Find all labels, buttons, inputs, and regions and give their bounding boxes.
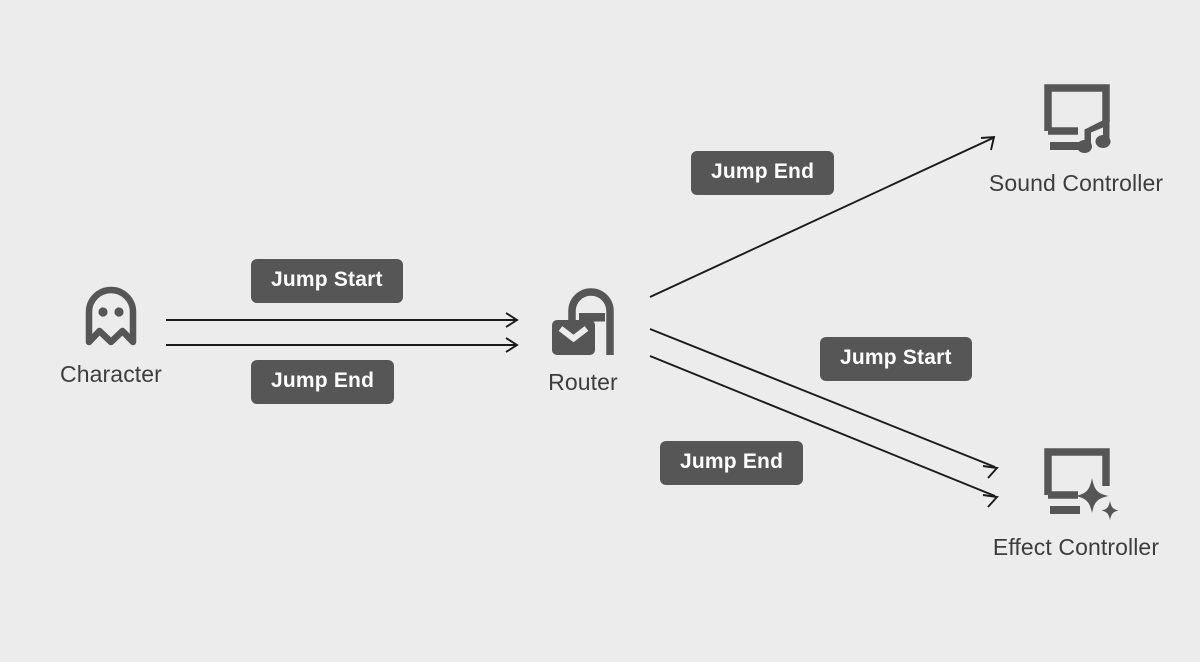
node-router[interactable]: Router — [508, 287, 658, 396]
ghost-icon — [76, 281, 146, 351]
node-label-effect-controller: Effect Controller — [992, 534, 1160, 560]
mailbox-icon — [546, 287, 620, 359]
edge-router-to-effect-jump-end — [649, 355, 999, 508]
edge-router-to-effect-jump-start — [649, 328, 999, 479]
node-label-router: Router — [548, 369, 618, 395]
node-label-sound-controller: Sound Controller — [988, 170, 1164, 196]
edge-label-router-to-effect-jump-start[interactable]: Jump Start — [820, 337, 972, 381]
node-effect-controller[interactable]: Effect Controller — [951, 440, 1200, 561]
edge-character-to-router-jump-start — [166, 312, 519, 328]
edge-label-character-to-router-jump-start[interactable]: Jump Start — [251, 259, 403, 303]
monitor-sparkle-icon — [1034, 440, 1119, 524]
edge-label-router-to-sound-jump-end[interactable]: Jump End — [691, 151, 835, 195]
node-sound-controller[interactable]: Sound Controller — [951, 76, 1200, 197]
node-label-character: Character — [60, 361, 162, 387]
edge-character-to-router-jump-end — [166, 337, 519, 353]
edge-label-router-to-effect-jump-end[interactable]: Jump End — [660, 441, 804, 485]
edge-router-to-sound-jump-end — [649, 135, 996, 298]
edge-label-character-to-router-jump-end[interactable]: Jump End — [251, 360, 395, 404]
node-character[interactable]: Character — [36, 281, 186, 388]
monitor-music-icon — [1034, 76, 1118, 160]
